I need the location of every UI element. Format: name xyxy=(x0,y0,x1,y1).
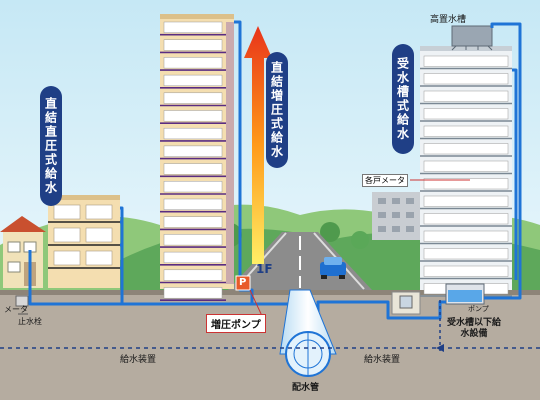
label-pump: ポンプ xyxy=(468,305,489,313)
label-tank: 受水槽式給水 xyxy=(392,44,414,154)
label-supply-left: 給水装置 xyxy=(120,355,157,365)
booster-pump xyxy=(235,275,251,291)
label-meter: メータ xyxy=(4,305,28,314)
label-tank-below: 受水槽以下給水設備 xyxy=(446,318,501,339)
car xyxy=(320,257,346,279)
label-first-floor: 1F xyxy=(256,262,273,276)
ground xyxy=(0,290,540,400)
label-booster-pump: 増圧ポンプ xyxy=(206,314,266,333)
elevated-tank xyxy=(451,25,493,47)
label-main-pipe: 配水管 xyxy=(292,383,320,393)
label-booster: 直結増圧式給水 xyxy=(266,52,288,168)
tank-building xyxy=(420,25,512,305)
label-supply-right: 給水装置 xyxy=(364,355,401,365)
meter-device xyxy=(15,295,29,307)
high-rise-building xyxy=(160,14,234,302)
booster-arrow xyxy=(244,26,272,264)
label-direct-pressure: 直結直圧式給水 xyxy=(40,86,62,206)
label-household-meter: 各戸メータ xyxy=(362,174,408,187)
pump-marker: P xyxy=(239,277,247,288)
label-stop-valve: 止水栓 xyxy=(18,317,42,326)
label-elevated-tank: 高置水槽 xyxy=(430,15,467,25)
low-rise-building xyxy=(48,195,120,288)
